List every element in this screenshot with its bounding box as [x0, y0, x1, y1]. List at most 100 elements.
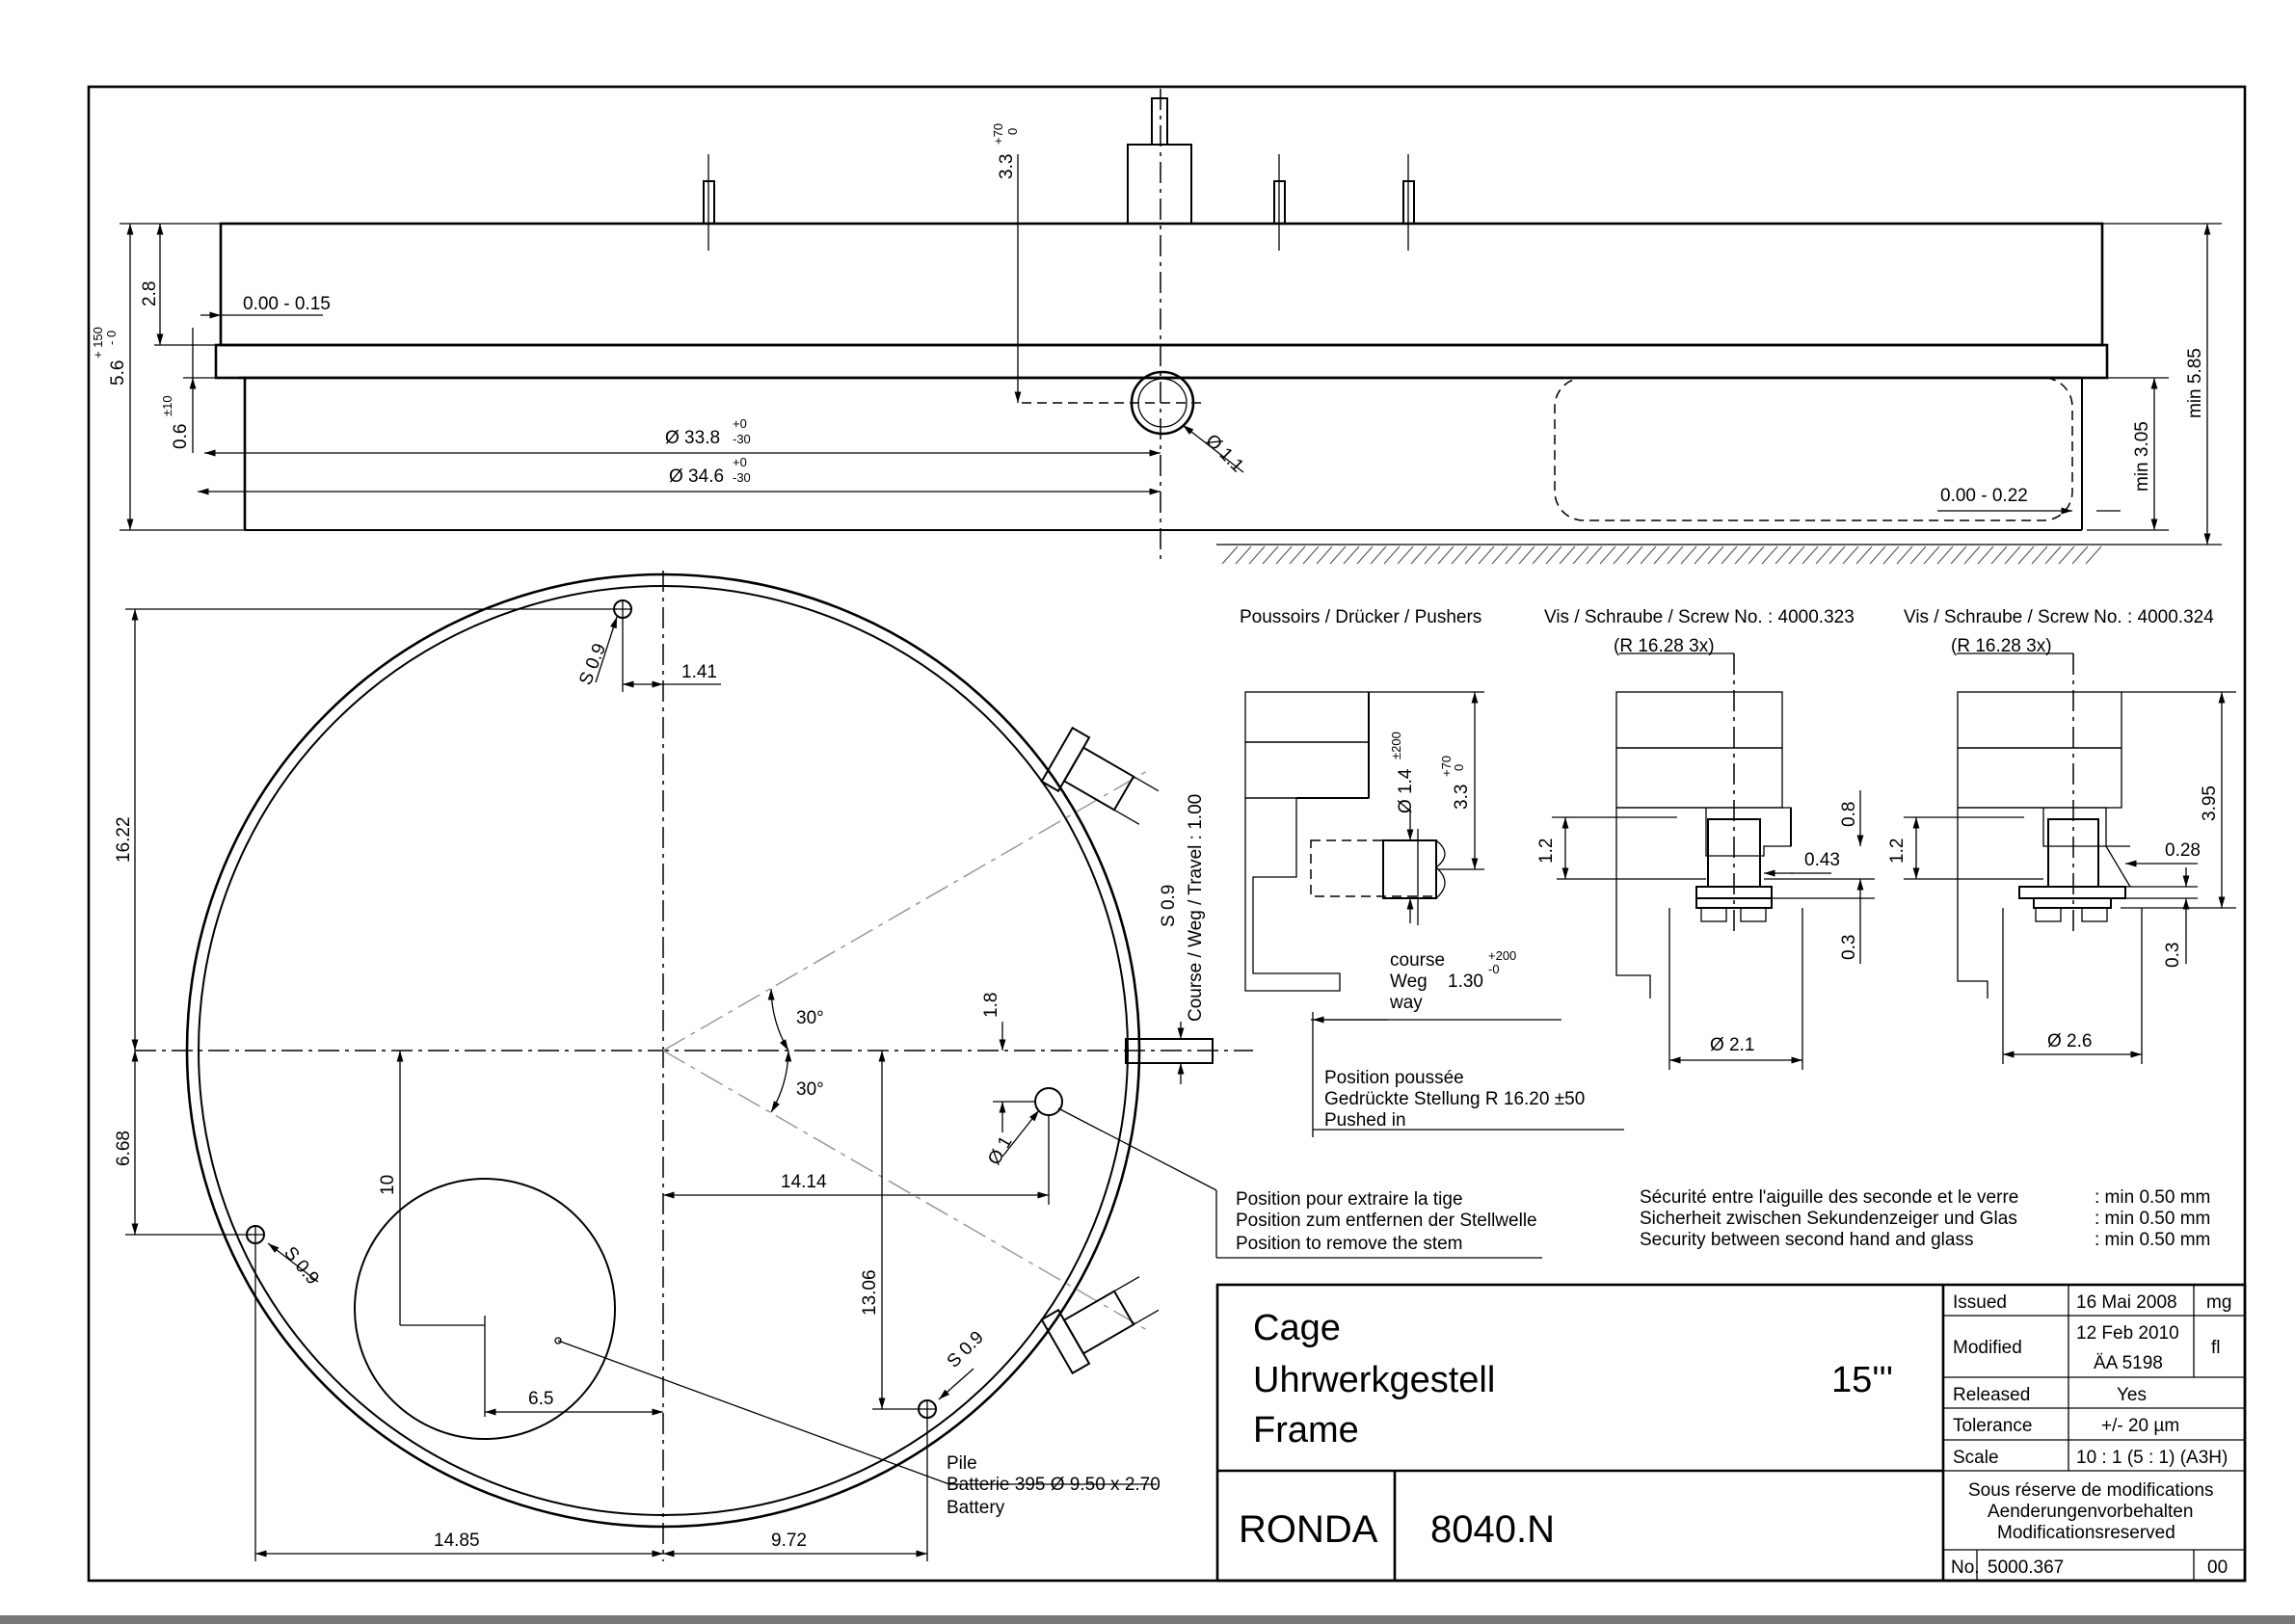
modified-label: Modified [1953, 1338, 2022, 1358]
dim-s09-left: S 0.9 [280, 1243, 323, 1289]
title-size: 15''' [1831, 1360, 1893, 1400]
dim-1306: 13.06 [860, 1269, 880, 1316]
dim-d346-tol-upper: +0 [733, 455, 747, 469]
released-label: Released [1953, 1385, 2030, 1405]
pusher-dim-33-tol-lower: 0 [1452, 764, 1466, 771]
course-tol-upper: +200 [1488, 948, 1516, 963]
dim-1414: 14.14 [781, 1172, 827, 1192]
dim-18: 1.8 [981, 993, 1001, 1018]
screw2-dim-028: 0.28 [2165, 840, 2201, 861]
reserve-line2: Aenderungenvorbehalten [1988, 1502, 2193, 1522]
position-line1: Position poussée [1324, 1068, 1464, 1088]
dim-d338-tol-upper: +0 [733, 416, 747, 431]
screw1-dim-d21: Ø 2.1 [1710, 1035, 1754, 1055]
dim-stem-tol-lower: 0 [1005, 128, 1020, 135]
screw1-dim-12: 1.2 [1536, 839, 1557, 864]
dim-total: 5.6 [108, 360, 128, 386]
dim-1622: 16.22 [114, 816, 134, 863]
tolerance-label: Tolerance [1953, 1416, 2032, 1436]
dim-d1: Ø 1 [984, 1132, 1016, 1168]
course-line3: way [1389, 993, 1423, 1013]
course-line1: course [1390, 950, 1445, 971]
dim-06: 0.6 [171, 424, 191, 449]
angle-top: 30° [796, 1008, 824, 1028]
screw1-radius: (R 16.28 3x) [1614, 636, 1715, 656]
no-label: No. [1951, 1557, 1980, 1578]
security-line3: Security between second hand and glass [1640, 1230, 1973, 1250]
dim-min305: min 3.05 [2132, 421, 2152, 492]
title-caliber: 8040.N [1430, 1508, 1555, 1551]
title-block: Cage Uhrwerkgestell Frame 15''' RONDA 80… [1215, 1283, 2247, 1583]
title-name-1: Cage [1253, 1308, 1341, 1348]
reserve-line3: Modificationsreserved [1997, 1523, 2175, 1543]
screw2-dim-395: 3.95 [2200, 785, 2220, 821]
screw-detail-1: Vis / Schraube / Screw No. : 4000.323 (R… [1536, 607, 1875, 1070]
security-line2: Sicherheit zwischen Sekundenzeiger und G… [1640, 1209, 2017, 1229]
dim-s09-bottom: S 0.9 [944, 1327, 988, 1371]
dim-d346: Ø 34.6 [669, 466, 724, 487]
pusher-dim-33-tol-upper: +70 [1439, 756, 1454, 777]
battery-note-line3: Battery [947, 1498, 1005, 1518]
screw1-dim-08: 0.8 [1839, 802, 1859, 827]
screw1-title: Vis / Schraube / Screw No. : 4000.323 [1544, 607, 1855, 627]
dim-total-tol-upper: + 150 [91, 327, 105, 359]
issued-label: Issued [1953, 1292, 2007, 1313]
dim-06-tol: ±10 [160, 395, 174, 416]
dim-total-tol-lower: - 0 [104, 331, 119, 345]
screw1-dim-043: 0.43 [1804, 850, 1840, 870]
dim-d346-tol-lower: -30 [733, 470, 751, 485]
security-value3: : min 0.50 mm [2095, 1230, 2210, 1250]
screw2-title: Vis / Schraube / Screw No. : 4000.324 [1904, 607, 2214, 627]
stem-note-line3: Position to remove the stem [1236, 1234, 1463, 1254]
battery-note-line1: Pile [947, 1453, 977, 1474]
dim-10: 10 [378, 1175, 398, 1195]
course-line2: Weg [1390, 972, 1428, 992]
security-line1: Sécurité entre l'aiguille des seconde et… [1640, 1187, 2018, 1208]
reserve-line1: Sous réserve de modifications [1968, 1480, 2214, 1501]
dim-141: 1.41 [681, 662, 717, 682]
course-value: 1.30 [1448, 972, 1483, 992]
screw2-dim-12: 1.2 [1887, 839, 1908, 864]
dim-65: 6.5 [528, 1389, 553, 1409]
sheet-border [87, 85, 2247, 1583]
dim-gap-bottom: 0.00 - 0.22 [1940, 486, 2028, 506]
dim-travel: Course / Weg / Travel : 1.00 [1186, 794, 1206, 1022]
screw2-dim-03: 0.3 [2163, 943, 2183, 968]
scale-label: Scale [1953, 1448, 1999, 1468]
dim-gap-top: 0.00 - 0.15 [243, 294, 331, 314]
title-name-3: Frame [1253, 1410, 1359, 1451]
dim-min585: min 5.85 [2185, 348, 2205, 418]
pusher-dim-d14-tol: ±200 [1389, 732, 1403, 759]
issued-date: 16 Mai 2008 [2076, 1292, 2177, 1313]
modified-ref: ÄA 5198 [2094, 1353, 2163, 1373]
dim-thickness: 2.8 [140, 281, 160, 306]
dim-s09-stem: S 0.9 [1159, 885, 1179, 927]
security-value2: : min 0.50 mm [2095, 1209, 2210, 1229]
pusher-dim-33: 3.3 [1452, 785, 1472, 810]
dim-stem-tol-upper: +70 [991, 123, 1005, 145]
title-brand: RONDA [1239, 1508, 1378, 1551]
dim-stem-height: 3.3 [997, 154, 1017, 179]
no-value: 5000.367 [1988, 1557, 2064, 1578]
stem-note-line1: Position pour extraire la tige [1236, 1189, 1463, 1210]
dim-d338-tol-lower: -30 [733, 432, 751, 446]
battery-circle [354, 1178, 616, 1440]
pusher-dim-d14: Ø 1.4 [1396, 768, 1416, 813]
tolerance-value: +/- 20 µm [2101, 1416, 2179, 1436]
dim-1485: 14.85 [434, 1531, 480, 1551]
angle-bottom: 30° [796, 1079, 824, 1100]
course-tol-lower: -0 [1488, 962, 1500, 976]
dim-s09-top: S 0.9 [575, 641, 610, 688]
side-view: 2.8 5.6 + 150 - 0 0.00 - 0.15 0.6 ±10 Ø … [91, 89, 2222, 565]
issued-by: mg [2206, 1292, 2231, 1313]
dim-d338: Ø 33.8 [665, 428, 720, 448]
modified-by: fl [2211, 1338, 2221, 1358]
pushers-title: Poussoirs / Drücker / Pushers [1240, 607, 1481, 627]
scale-value: 10 : 1 (5 : 1) (A3H) [2076, 1448, 2228, 1468]
position-line3: Pushed in [1324, 1110, 1406, 1131]
stem-removal-hole [1034, 1087, 1063, 1116]
security-value1: : min 0.50 mm [2095, 1187, 2210, 1208]
revision: 00 [2207, 1557, 2228, 1578]
screw1-dim-03: 0.3 [1839, 935, 1859, 960]
